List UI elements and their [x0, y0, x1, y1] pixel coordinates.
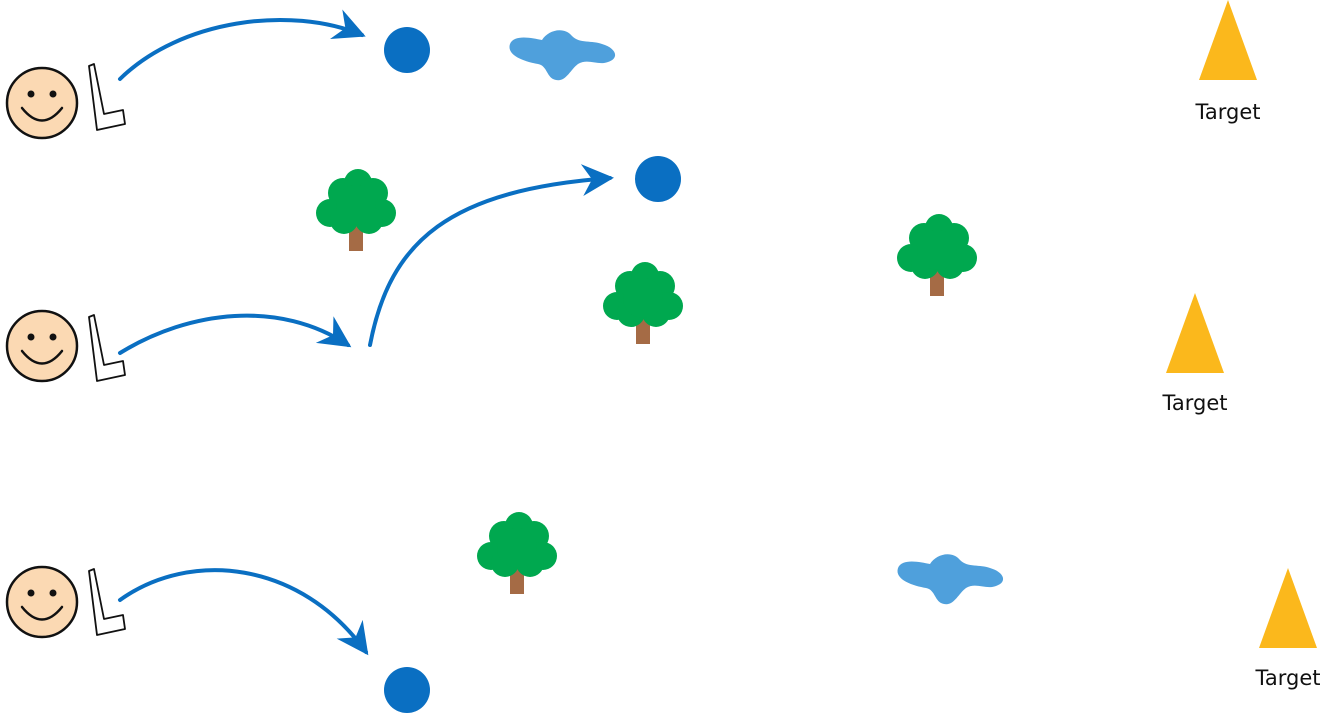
smiley-face-icon [5, 309, 79, 383]
shot-arrow [118, 9, 366, 81]
golf-ball [384, 667, 430, 713]
target-label: Target [1195, 100, 1261, 124]
golf-club-icon [88, 314, 126, 382]
tree-icon [316, 169, 396, 251]
golf-club-icon [88, 63, 126, 131]
golfer-row-1: Target [5, 0, 1261, 140]
golfer-row-2: Target [5, 156, 1228, 415]
target-label: Target [1162, 391, 1228, 415]
shot-arrow [368, 164, 614, 347]
tree-icon [897, 214, 977, 296]
tree-icon [603, 262, 683, 344]
water-puddle-icon [509, 30, 616, 81]
smiley-face-icon [5, 66, 79, 140]
smiley-face-icon [5, 565, 79, 639]
golf-ball [384, 27, 430, 73]
target-cone-icon [1199, 0, 1257, 80]
target-cone-icon [1166, 293, 1224, 373]
golf-club-icon [88, 568, 126, 636]
tree-icon [477, 512, 557, 594]
shot-arrow [118, 313, 352, 355]
shot-arrow [118, 568, 369, 656]
golf-ball [635, 156, 681, 202]
golfer-row-3: Target [5, 512, 1321, 713]
target-label: Target [1255, 666, 1321, 690]
water-puddle-icon [897, 554, 1004, 605]
target-cone-icon [1259, 568, 1317, 648]
